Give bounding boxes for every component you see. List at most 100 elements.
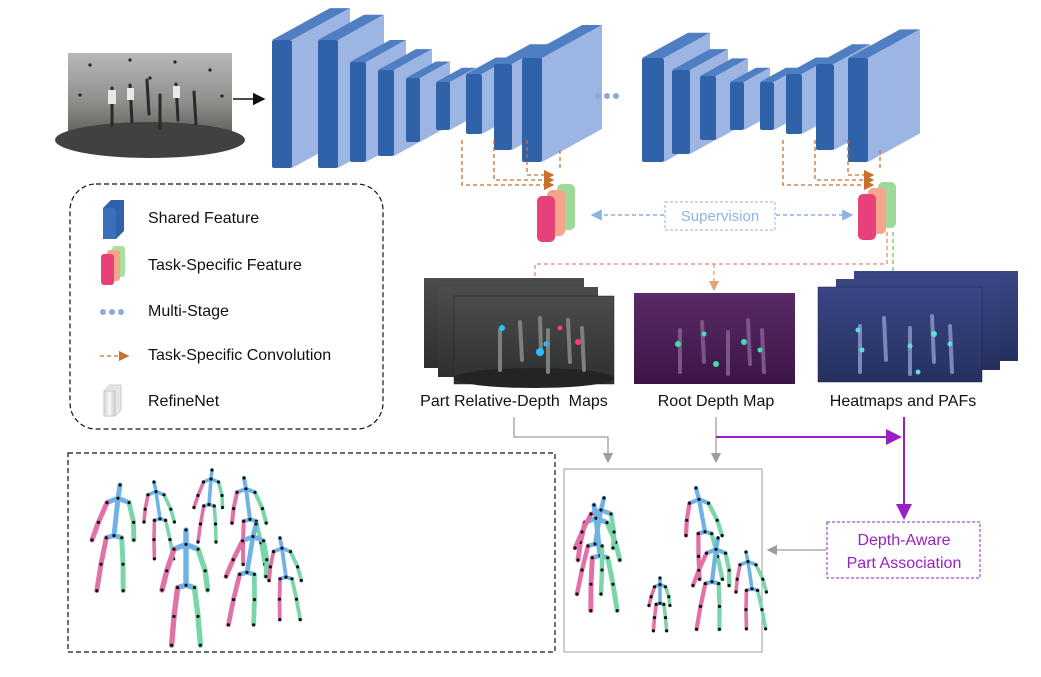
skeleton-joint bbox=[99, 562, 103, 566]
skeleton-bone bbox=[683, 518, 689, 538]
stageN-block-3-top bbox=[730, 67, 770, 82]
skeleton-joint bbox=[654, 602, 658, 607]
skeleton-joint bbox=[202, 504, 206, 508]
skeleton-joint bbox=[756, 588, 760, 593]
stage1-block-5-top bbox=[436, 67, 476, 82]
part-relative-depth-label: Part Relative-Depth Maps bbox=[420, 393, 608, 410]
skeleton-joint bbox=[685, 518, 689, 522]
skeleton-bone bbox=[755, 588, 764, 612]
skeleton-joint bbox=[696, 532, 700, 536]
skeleton-bone bbox=[734, 577, 740, 594]
skeleton-joint bbox=[662, 602, 666, 607]
skeleton-joint bbox=[299, 578, 303, 583]
skeleton-joint bbox=[212, 504, 216, 508]
skeleton-bone bbox=[220, 493, 225, 510]
skeleton-joint bbox=[723, 551, 728, 555]
legend-multistage-label: Multi-Stage bbox=[148, 303, 229, 320]
skeleton-joint bbox=[710, 580, 714, 584]
skeleton-bone bbox=[760, 607, 768, 631]
skeleton-joint bbox=[265, 558, 269, 562]
gray-merge-arrows bbox=[513, 417, 722, 464]
skeleton-joint bbox=[267, 578, 271, 583]
skeleton-joint bbox=[96, 520, 100, 525]
skeleton-joint bbox=[201, 480, 206, 484]
skeleton-bone bbox=[213, 522, 218, 544]
skeleton-bone bbox=[706, 501, 720, 523]
final-poses-box bbox=[67, 452, 556, 653]
skeleton-bone bbox=[159, 568, 170, 593]
skeleton-joint bbox=[720, 577, 725, 581]
skeleton-joint bbox=[668, 603, 672, 608]
skeleton-joint bbox=[203, 569, 207, 573]
skeleton-joint bbox=[152, 557, 156, 561]
skeleton-bone bbox=[261, 538, 270, 563]
depth-aware-association-box bbox=[826, 521, 981, 579]
skeleton-bone bbox=[267, 564, 273, 583]
skeleton-joint bbox=[209, 477, 213, 481]
skeleton-bone bbox=[207, 477, 213, 507]
depth-aware-label-line2: Part Association bbox=[847, 555, 962, 572]
skeleton-joint bbox=[703, 582, 707, 586]
skeleton-bone bbox=[613, 539, 623, 563]
skeleton-bone bbox=[164, 546, 177, 574]
skeleton-joint bbox=[652, 585, 657, 589]
heatmaps-and-pafs bbox=[817, 271, 1018, 383]
skeleton-joint bbox=[703, 530, 707, 534]
skeleton-joint bbox=[599, 592, 603, 596]
skeleton-bone bbox=[154, 489, 162, 521]
skeleton-joint bbox=[704, 551, 709, 555]
skeleton-joint bbox=[600, 544, 604, 548]
stage1-block-2-front bbox=[350, 62, 366, 162]
skeleton-joint bbox=[220, 505, 225, 510]
skeleton-joint bbox=[720, 533, 724, 538]
stage1-block-3-top bbox=[378, 49, 432, 70]
skeleton-joint bbox=[697, 497, 701, 501]
stageN-block-1-top bbox=[672, 49, 728, 70]
skeleton-bone bbox=[652, 602, 658, 620]
skeleton-bone bbox=[592, 507, 604, 547]
skeleton-joint bbox=[268, 565, 272, 569]
stage1-block-1-top bbox=[318, 14, 384, 40]
task-pink-layer bbox=[537, 196, 555, 242]
skeleton-joint bbox=[754, 563, 758, 567]
initial-3d-poses bbox=[572, 485, 769, 633]
stage1-block-1-front bbox=[318, 40, 338, 168]
skeleton-bone bbox=[574, 567, 585, 597]
skeleton-joint bbox=[116, 496, 120, 500]
skeleton-bone bbox=[223, 557, 236, 579]
skeleton-bone bbox=[198, 504, 206, 526]
skeleton-joint bbox=[761, 577, 765, 581]
stage1-block-0-front bbox=[272, 40, 292, 168]
skeleton-joint bbox=[264, 574, 268, 579]
skeleton-bone bbox=[588, 555, 595, 587]
skeleton-bone bbox=[716, 581, 722, 609]
skeleton-joint bbox=[248, 517, 252, 522]
skeleton-bone bbox=[696, 551, 709, 573]
skeleton-joint bbox=[280, 546, 284, 550]
skeleton-joint bbox=[744, 588, 749, 593]
skeleton-joint bbox=[261, 539, 266, 543]
skeleton-joint bbox=[734, 590, 738, 594]
stageN-block-6-top bbox=[816, 44, 870, 64]
skeleton-joint bbox=[235, 490, 239, 494]
skeleton-joint bbox=[170, 643, 174, 647]
skeleton-bone bbox=[288, 549, 300, 569]
skeleton-joint bbox=[196, 493, 200, 498]
skeleton-joint bbox=[687, 501, 692, 505]
skeleton-bone bbox=[252, 490, 265, 511]
skeleton-bone bbox=[715, 518, 725, 538]
stageN-block-5-front bbox=[786, 74, 802, 134]
skeleton-joint bbox=[184, 583, 188, 587]
stageN-block-0-front bbox=[642, 58, 664, 162]
stage1-block-7-front bbox=[494, 64, 512, 150]
skeleton-bone bbox=[231, 572, 243, 602]
skeleton-joint bbox=[120, 536, 124, 540]
skeleton-bone bbox=[579, 543, 591, 573]
skeleton-joint bbox=[609, 512, 613, 516]
skeleton-bone bbox=[119, 535, 126, 567]
skeleton-joint bbox=[278, 618, 282, 622]
stage1-block-0-top bbox=[272, 8, 350, 40]
skeleton-bone bbox=[760, 577, 769, 594]
skeleton-joint bbox=[168, 538, 172, 542]
